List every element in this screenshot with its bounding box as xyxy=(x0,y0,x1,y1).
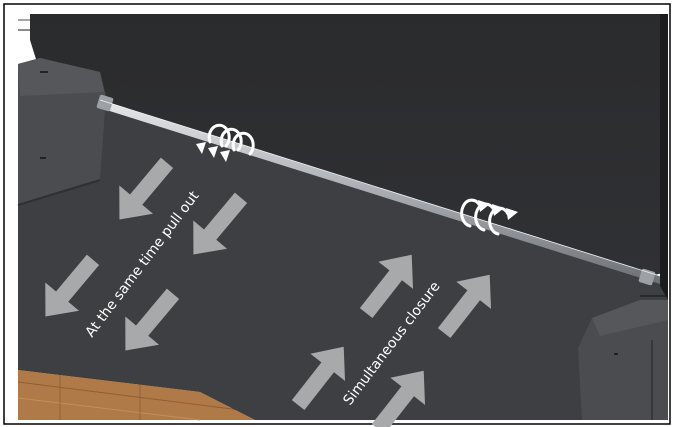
left-side-rail xyxy=(18,58,106,205)
right-edge-shadow xyxy=(660,14,668,300)
